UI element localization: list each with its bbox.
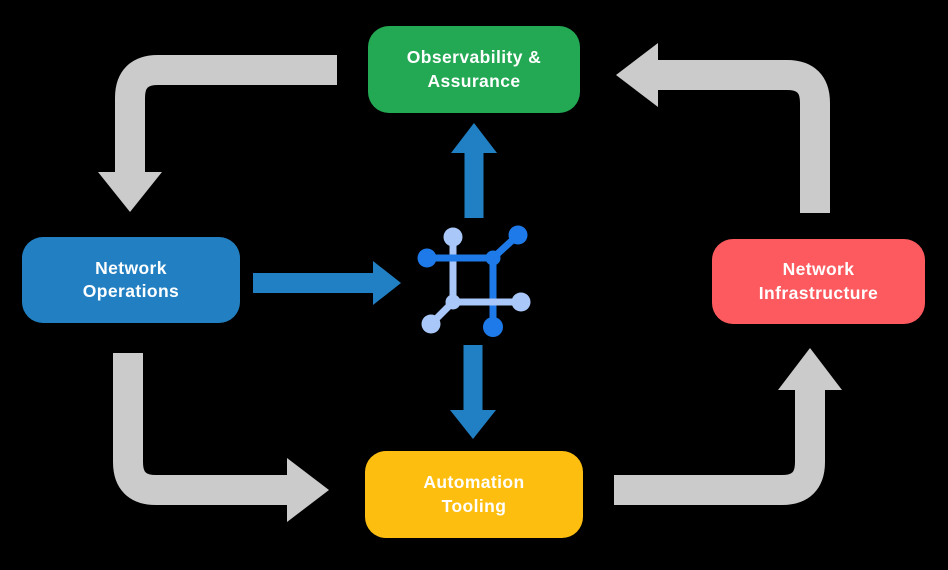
node-label: Automation Tooling — [423, 472, 525, 516]
cycle-arrows — [98, 43, 842, 522]
arrow-observability-to-netops — [98, 55, 337, 212]
node-automation-tooling: Automation Tooling — [365, 451, 583, 538]
arrow-autotooling-to-netinfra — [614, 348, 842, 505]
arrow-netops-to-platform — [253, 261, 401, 305]
node-label: Network Operations — [82, 257, 180, 301]
node-network-operations: Network Operations — [22, 237, 240, 323]
arrow-platform-to-observability — [451, 123, 497, 218]
arrow-netops-to-autotooling — [113, 353, 329, 522]
arrow-netinfra-to-observability — [616, 43, 830, 213]
network-fabric-icon — [417, 225, 531, 337]
node-network-infrastructure: Network Infrastructure — [712, 239, 925, 324]
node-observability-assurance: Observability & Assurance — [368, 26, 580, 113]
node-label: Network Infrastructure — [758, 259, 879, 303]
node-label: Observability & Assurance — [406, 47, 542, 91]
platform-flow-arrows — [253, 123, 497, 439]
arrow-platform-to-autotooling — [450, 345, 496, 439]
